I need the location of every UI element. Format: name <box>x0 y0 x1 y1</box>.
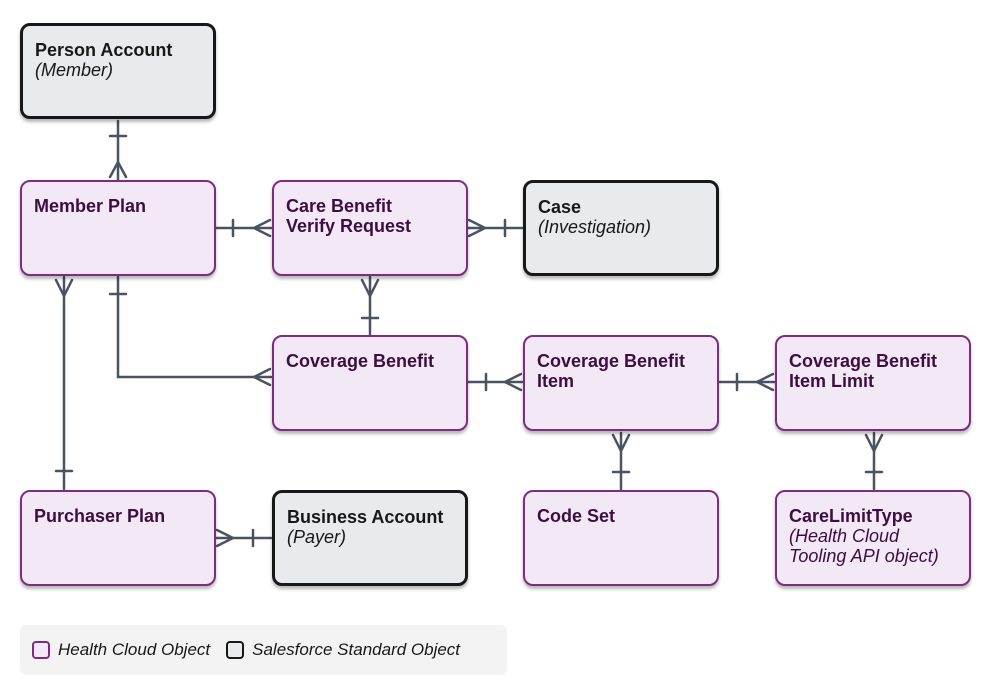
entity-title: Person Account <box>35 40 173 60</box>
entity-subtitle: (Member) <box>35 60 114 80</box>
entity-subtitle: (Payer) <box>287 527 347 547</box>
entity-title: Care Benefit Verify Request <box>286 196 412 236</box>
entity-subtitle: (Investigation) <box>538 217 652 237</box>
purchaser-plan-box: Purchaser Plan <box>20 490 216 586</box>
care-limit-type-box: CareLimitType (Health Cloud Tooling API … <box>775 490 971 586</box>
code-set-box: Code Set <box>523 490 719 586</box>
care-benefit-verify-request-box: Care Benefit Verify Request <box>272 180 468 276</box>
entity-title: CareLimitType <box>789 506 913 526</box>
salesforce-standard-swatch <box>226 641 245 659</box>
entity-title: Code Set <box>537 506 616 526</box>
case-box: Case (Investigation) <box>523 180 719 276</box>
coverage-benefit-box: Coverage Benefit <box>272 335 468 431</box>
entity-title: Member Plan <box>34 196 147 216</box>
legend-salesforce-standard-label: Salesforce Standard Object <box>252 640 461 659</box>
entity-subtitle: (Health Cloud Tooling API object) <box>789 526 939 566</box>
legend: Health Cloud Object Salesforce Standard … <box>20 625 507 675</box>
person-account-box: Person Account (Member) <box>20 23 216 119</box>
entity-title: Coverage Benefit Item <box>537 351 686 391</box>
entity-title: Case <box>538 197 582 217</box>
connector-member-coverage <box>116 275 273 379</box>
entity-title: Coverage Benefit Item Limit <box>789 351 938 391</box>
entity-title: Business Account <box>287 507 444 527</box>
legend-health-cloud-label: Health Cloud Object <box>58 640 211 659</box>
coverage-benefit-item-limit-box: Coverage Benefit Item Limit <box>775 335 971 431</box>
health-cloud-swatch <box>32 641 50 659</box>
member-plan-box: Member Plan <box>20 180 216 276</box>
business-account-box: Business Account (Payer) <box>272 490 468 586</box>
entity-title: Coverage Benefit <box>286 351 435 371</box>
coverage-benefit-item-box: Coverage Benefit Item <box>523 335 719 431</box>
entity-title: Purchaser Plan <box>34 506 166 526</box>
